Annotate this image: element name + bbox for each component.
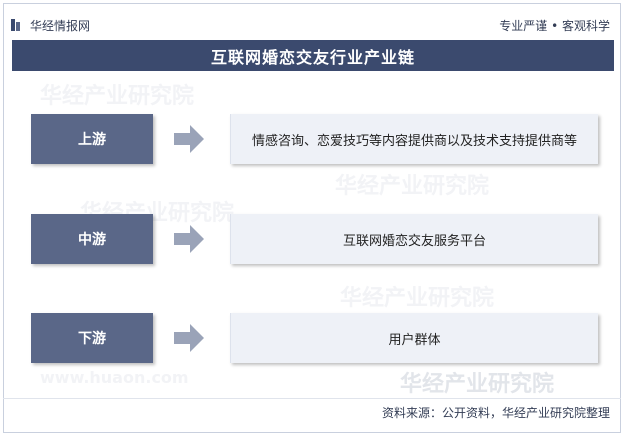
right-arrow-icon [174,225,204,253]
brand-name: 华经情报网 [30,18,91,33]
stage-label: 上游 [31,114,153,164]
brand: 华经情报网 [10,17,90,34]
chain-row-midstream: 中游 互联网婚恋交友服务平台 [0,214,626,264]
divider [3,398,621,399]
page-title: 互联网婚恋交友行业产业链 [12,40,614,71]
chain-row-upstream: 上游 情感咨询、恋爱技巧等内容提供商以及技术支持提供商等 [0,114,626,164]
top-bar: 华经情报网 专业严谨 • 客观科学 [10,12,616,38]
right-arrow-icon [174,125,204,153]
source-note: 资料来源：公开资料，华经产业研究院整理 [381,406,610,420]
stage-description: 用户群体 [230,313,598,363]
stage-description: 互联网婚恋交友服务平台 [230,214,598,264]
stage-label: 下游 [31,313,153,363]
slogan: 专业严谨 • 客观科学 [499,18,610,33]
stage-label: 中游 [31,214,153,264]
chain-row-downstream: 下游 用户群体 [0,313,626,363]
stage-description: 情感咨询、恋爱技巧等内容提供商以及技术支持提供商等 [230,114,598,164]
right-arrow-icon [174,324,204,352]
brand-logo-icon [11,19,20,31]
